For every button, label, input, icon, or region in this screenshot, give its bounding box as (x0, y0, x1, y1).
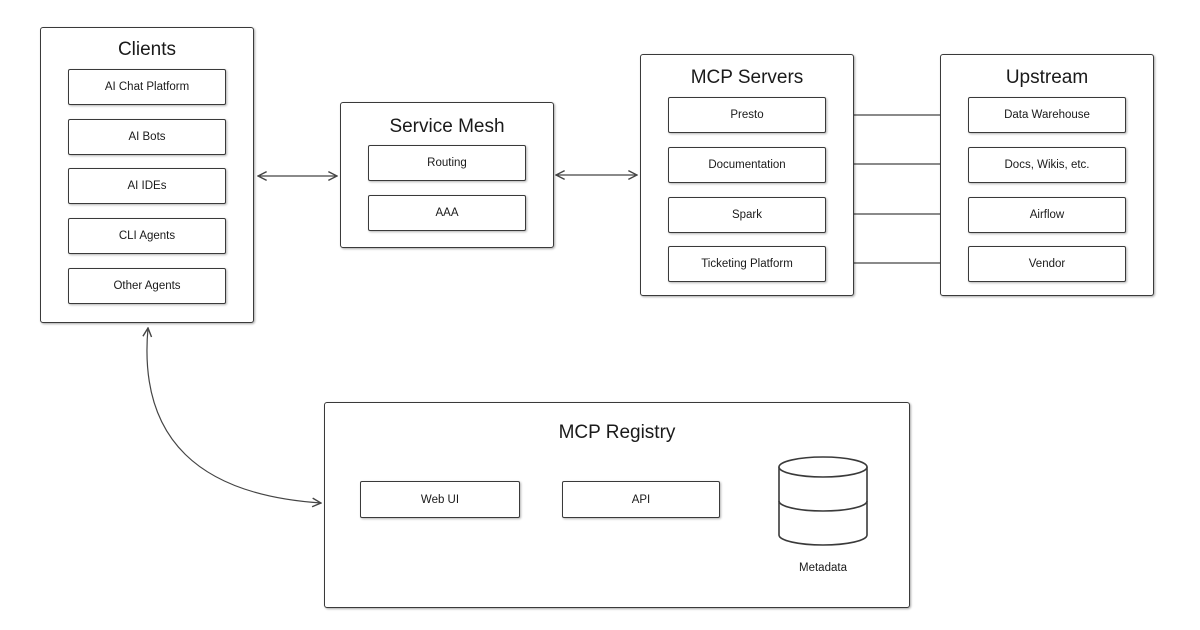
clients-group: Clients AI Chat Platform AI Bots AI IDEs… (40, 27, 254, 323)
client-other-agents: Other Agents (68, 268, 226, 304)
clients-registry-connector (147, 328, 321, 503)
client-ai-chat-platform: AI Chat Platform (68, 69, 226, 105)
upstream-title: Upstream (1005, 67, 1089, 88)
client-cli-agents: CLI Agents (68, 218, 226, 254)
mcp-registry-title: MCP Registry (558, 422, 676, 443)
upstream-airflow: Airflow (968, 197, 1126, 233)
server-ticketing-platform: Ticketing Platform (668, 246, 826, 282)
database-icon (778, 456, 868, 546)
mesh-aaa: AAA (368, 195, 526, 231)
metadata-label: Metadata (799, 562, 847, 574)
mcp-servers-group: MCP Servers Presto Documentation Spark T… (640, 54, 854, 296)
server-presto: Presto (668, 97, 826, 133)
service-mesh-title: Service Mesh (389, 116, 505, 137)
service-mesh-group: Service Mesh Routing AAA (340, 102, 554, 248)
clients-title: Clients (117, 39, 177, 60)
client-ai-ides: AI IDEs (68, 168, 226, 204)
registry-web-ui: Web UI (360, 481, 520, 518)
registry-api: API (562, 481, 720, 518)
upstream-vendor: Vendor (968, 246, 1126, 282)
mcp-registry-group: MCP Registry Web UI API Metadata (324, 402, 910, 608)
mesh-routing: Routing (368, 145, 526, 181)
client-ai-bots: AI Bots (68, 119, 226, 155)
upstream-group: Upstream Data Warehouse Docs, Wikis, etc… (940, 54, 1154, 296)
server-documentation: Documentation (668, 147, 826, 183)
server-spark: Spark (668, 197, 826, 233)
upstream-data-warehouse: Data Warehouse (968, 97, 1126, 133)
upstream-docs-wikis: Docs, Wikis, etc. (968, 147, 1126, 183)
mcp-servers-title: MCP Servers (690, 67, 804, 88)
